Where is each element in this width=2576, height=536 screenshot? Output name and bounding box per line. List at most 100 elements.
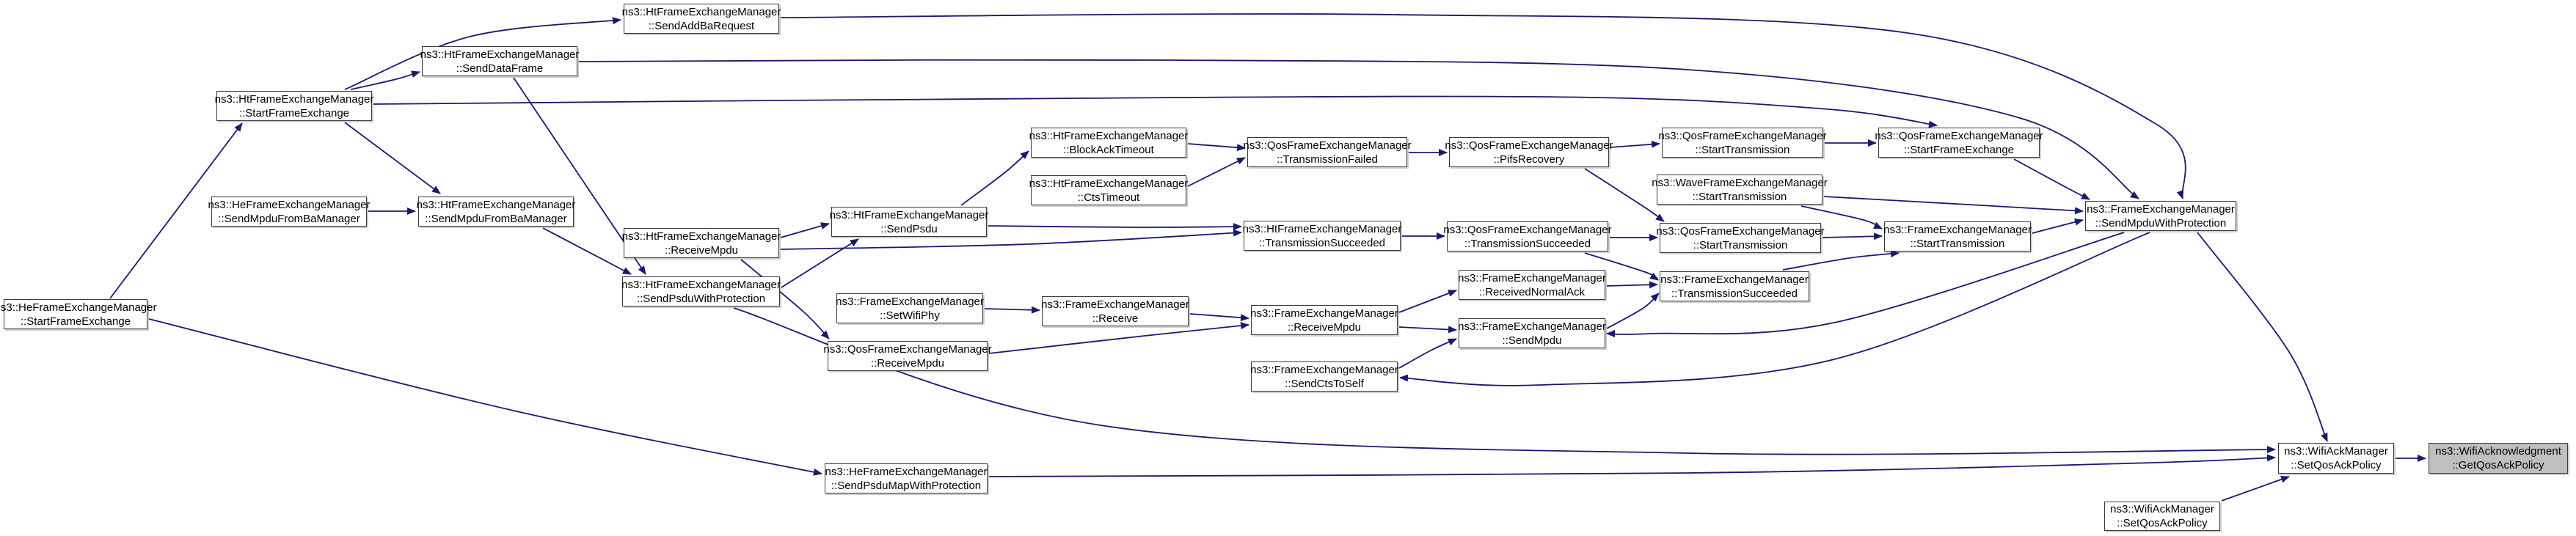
graph-node-qosStartTransmission1[interactable]: ns3::QosFrameExchangeManager::StartTrans…: [1658, 128, 1827, 158]
graph-edge-femSendMpduWithProtection--wifiAckSetQosAckPolicy: [2197, 232, 2328, 442]
graph-node-femReceiveMpdu[interactable]: ns3::FrameExchangeManager::ReceiveMpdu: [1250, 305, 1398, 335]
graph-node-label: ns3::QosFrameExchangeManager: [1445, 139, 1613, 152]
graph-edge-htSendPsduWithProtection--wifiAckSetQosAckPolicy: [733, 307, 2276, 455]
graph-node-label: ns3::HtFrameExchangeManager: [1029, 177, 1189, 190]
graph-node-femSetWifiPhy[interactable]: ns3::FrameExchangeManager::SetWifiPhy: [836, 293, 984, 323]
graph-edge-qosStartFrameExchange--femSendMpduWithProtection: [2013, 158, 2090, 200]
graph-node-label: ::SendMpdu: [1502, 334, 1562, 347]
graph-edge-femReceiveMpdu--femReceivedNormalAck: [1398, 290, 1457, 313]
graph-node-femTransmissionSucceeded[interactable]: ns3::FrameExchangeManager::TransmissionS…: [1660, 271, 1809, 301]
graph-edge-htSendMpduFromBaManager--htSendPsduWithProtection: [542, 227, 632, 275]
graph-node-label: ::SendAddBaRequest: [648, 19, 755, 32]
graph-node-label: ::SetWifiPhy: [880, 309, 940, 322]
graph-edge-htSendPsduWithProtection--htSendPsdu: [781, 238, 859, 288]
graph-edge-femSendMpdu--femTransmissionSucceeded: [1606, 293, 1660, 329]
graph-node-label: ns3::HtFrameExchangeManager: [420, 48, 580, 61]
graph-node-label: ns3::HeFrameExchangeManager: [825, 465, 988, 478]
graph-node-femReceivedNormalAck[interactable]: ns3::FrameExchangeManager::ReceivedNorma…: [1458, 270, 1606, 300]
graph-node-htBlockAckTimeout[interactable]: ns3::HtFrameExchangeManager::BlockAckTim…: [1029, 128, 1189, 158]
graph-node-femStartTransmission[interactable]: ns3::FrameExchangeManager::StartTransmis…: [1883, 221, 2032, 252]
graph-node-label: ns3::FrameExchangeManager: [1250, 363, 1398, 376]
graph-edge-heStartFrameExchange--heSendPsduMapWithProtection: [148, 318, 822, 476]
graph-node-label: ns3::HtFrameExchangeManager: [1029, 129, 1189, 142]
graph-node-label: ns3::FrameExchangeManager: [836, 295, 984, 308]
graph-node-label: ns3::HeFrameExchangeManager: [208, 198, 371, 211]
graph-node-htSendPsdu[interactable]: ns3::HtFrameExchangeManager::SendPsdu: [830, 207, 988, 237]
graph-edge-htReceiveMpdu--htSendPsdu: [780, 222, 830, 238]
graph-node-label: ns3::WifiAckManager: [2110, 503, 2214, 515]
graph-node-label: ::StartTransmission: [1910, 237, 2005, 250]
graph-edge-qosStartTransmission2--femStartTransmission: [1822, 232, 1883, 241]
graph-node-label: ns3::QosFrameExchangeManager: [1875, 129, 2043, 142]
graph-node-htSendMpduFromBaManager[interactable]: ns3::HtFrameExchangeManager::SendMpduFro…: [416, 197, 576, 227]
graph-node-htTransmissionSucceeded[interactable]: ns3::HtFrameExchangeManager::Transmissio…: [1242, 221, 1402, 251]
graph-edge-qosReceiveMpdu--femReceiveMpdu: [988, 322, 1249, 354]
graph-node-label: ::PifsRecovery: [1493, 153, 1565, 166]
graph-edge-htStartFrameExchange--htSendDataFrame: [350, 70, 420, 90]
graph-node-htSendAddBaRequest[interactable]: ns3::HtFrameExchangeManager::SendAddBaRe…: [622, 4, 781, 34]
graph-node-qosReceiveMpdu[interactable]: ns3::QosFrameExchangeManager::ReceiveMpd…: [823, 341, 992, 371]
graph-node-htStartFrameExchange[interactable]: ns3::HtFrameExchangeManager::StartFrameE…: [214, 91, 374, 121]
graph-node-label: ::SendMpduFromBaManager: [425, 212, 567, 225]
graph-edge-femSendMpduWithProtection--femSendCtsToSelf: [1399, 232, 2150, 386]
graph-node-heSendPsduMapWithProtection[interactable]: ns3::HeFrameExchangeManager::SendPsduMap…: [825, 463, 988, 493]
graph-node-label: ::BlockAckTimeout: [1063, 143, 1154, 156]
graph-node-label: ::SendMpduWithProtection: [2095, 216, 2227, 230]
graph-node-label: ::TransmissionFailed: [1277, 153, 1378, 166]
graph-node-femSendMpdu[interactable]: ns3::FrameExchangeManager::SendMpdu: [1458, 318, 1606, 348]
graph-edge-htBlockAckTimeout--qosTransmissionFailed: [1187, 143, 1246, 152]
graph-edge-htReceiveMpdu--qosReceiveMpdu: [740, 259, 830, 339]
graph-node-label: ns3::QosFrameExchangeManager: [1658, 129, 1827, 142]
graph-node-heSendMpduFromBaManager[interactable]: ns3::HeFrameExchangeManager::SendMpduFro…: [208, 197, 370, 227]
graph-node-label: ns3::HeFrameExchangeManager: [0, 301, 157, 314]
graph-edge-htStartFrameExchange--htSendMpduFromBaManager: [344, 122, 441, 194]
graph-node-wifiAckSetQosAckPolicy[interactable]: ns3::WifiAckManager::SetQosAckPolicy: [2278, 443, 2394, 474]
graph-node-qosStartTransmission2[interactable]: ns3::QosFrameExchangeManager::StartTrans…: [1656, 223, 1825, 253]
graph-edge-htReceiveMpdu--htTransmissionSucceeded: [780, 229, 1242, 250]
graph-node-label: ::StartFrameExchange: [20, 315, 131, 328]
graph-node-label: ::GetQosAckPolicy: [2452, 459, 2544, 471]
graph-node-qosTransmissionFailed[interactable]: ns3::QosFrameExchangeManager::Transmissi…: [1243, 137, 1412, 167]
graph-node-label: ns3::HtFrameExchangeManager: [1242, 222, 1402, 235]
graph-node-femSendMpduWithProtection[interactable]: ns3::FrameExchangeManager::SendMpduWithP…: [2085, 201, 2236, 231]
graph-node-htReceiveMpdu[interactable]: ns3::HtFrameExchangeManager::ReceiveMpdu: [622, 228, 781, 258]
graph-node-label: ::SendPsdu: [880, 222, 938, 235]
graph-node-label: ns3::WifiAcknowledgment: [2435, 445, 2561, 458]
graph-node-label: ::CtsTimeout: [1077, 191, 1140, 204]
graph-node-label: ::SendPsduMapWithProtection: [831, 479, 982, 492]
graph-node-label: ns3::HtFrameExchangeManager: [214, 92, 374, 106]
graph-node-waveStartTransmission[interactable]: ns3::WaveFrameExchangeManager::StartTran…: [1652, 175, 1828, 205]
graph-edge-htSendPsdu--htBlockAckTimeout: [960, 150, 1029, 206]
graph-edge-waveStartTransmission--femStartTransmission: [1800, 205, 1883, 230]
graph-node-qosTransmissionSucceeded[interactable]: ns3::QosFrameExchangeManager::Transmissi…: [1443, 221, 1612, 252]
graph-edge-femSendCtsToSelf--femSendMpdu: [1398, 338, 1457, 369]
graph-node-label: ::StartFrameExchange: [1903, 143, 2015, 156]
graph-node-wifiAckSetQosAckPolicy2[interactable]: ns3::WifiAckManager::SetQosAckPolicy: [2104, 502, 2220, 531]
graph-node-qosPifsRecovery[interactable]: ns3::QosFrameExchangeManager::PifsRecove…: [1445, 137, 1613, 167]
graph-node-heStartFrameExchange[interactable]: ns3::HeFrameExchangeManager::StartFrameE…: [0, 299, 156, 329]
graph-node-label: ns3::FrameExchangeManager: [1458, 271, 1606, 284]
graph-edge-qosPifsRecovery--qosStartTransmission2: [1584, 168, 1665, 222]
graph-edge-htCtsTimeout--qosTransmissionFailed: [1187, 157, 1246, 187]
graph-node-label: ::StartTransmission: [1695, 143, 1790, 156]
graph-node-femSendCtsToSelf[interactable]: ns3::FrameExchangeManager::SendCtsToSelf: [1250, 361, 1398, 392]
graph-node-htSendDataFrame[interactable]: ns3::HtFrameExchangeManager::SendDataFra…: [420, 46, 580, 76]
graph-node-label: ::SendPsduWithProtection: [636, 292, 766, 305]
graph-node-label: ns3::FrameExchangeManager: [1250, 306, 1398, 320]
graph-node-htCtsTimeout[interactable]: ns3::HtFrameExchangeManager::CtsTimeout: [1029, 175, 1189, 205]
graph-node-label: ns3::HtFrameExchangeManager: [416, 198, 576, 211]
graph-node-label: ns3::QosFrameExchangeManager: [1443, 223, 1612, 236]
graph-edge-qosTransmissionSucceeded--femTransmissionSucceeded: [1584, 252, 1659, 281]
graph-node-label: ns3::FrameExchangeManager: [1041, 298, 1189, 311]
graph-edge-femReceiveMpdu--femSendMpdu: [1398, 326, 1457, 334]
graph-node-htSendPsduWithProtection[interactable]: ns3::HtFrameExchangeManager::SendPsduWit…: [621, 276, 781, 306]
graph-node-label: ns3::WaveFrameExchangeManager: [1652, 176, 1828, 189]
graph-node-label: ::ReceivedNormalAck: [1478, 285, 1586, 298]
graph-edge-femReceive--femReceiveMpdu: [1189, 313, 1249, 322]
graph-node-qosStartFrameExchange[interactable]: ns3::QosFrameExchangeManager::StartFrame…: [1875, 128, 2043, 158]
graph-edge-htSendPsdu--htTransmissionSucceeded: [988, 223, 1242, 231]
graph-node-femReceive[interactable]: ns3::FrameExchangeManager::Receive: [1041, 296, 1189, 326]
graph-node-label: ::TransmissionSucceeded: [1464, 237, 1591, 250]
